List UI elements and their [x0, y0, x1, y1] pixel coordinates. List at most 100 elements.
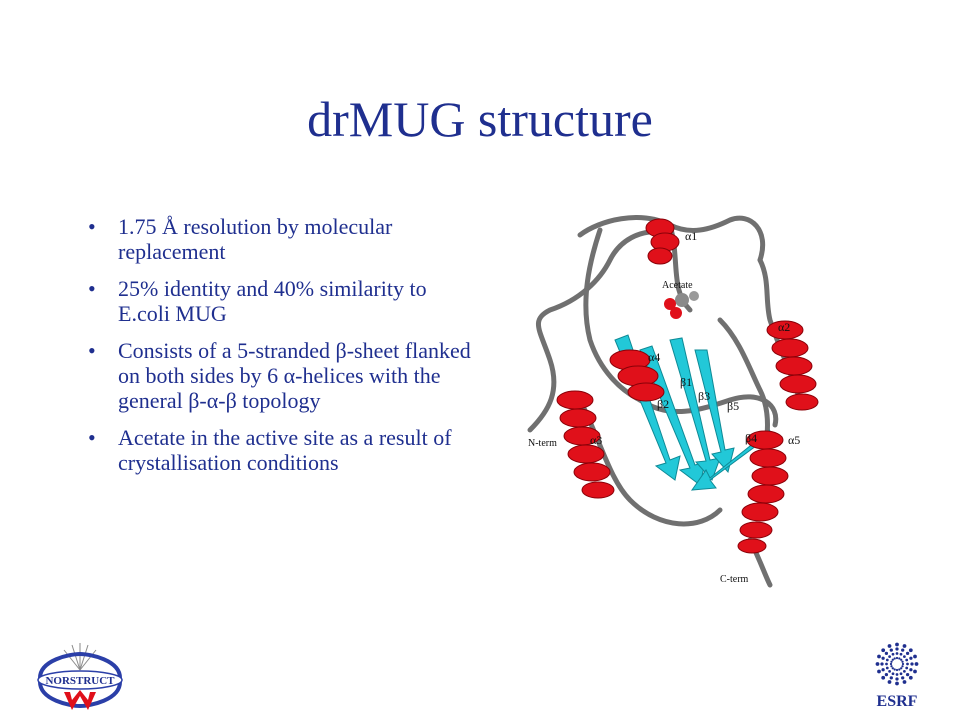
logo-dot	[899, 652, 903, 656]
logo-dot	[888, 655, 891, 658]
logo-dot	[895, 647, 899, 651]
bullet-text: Acetate in the active site as a result o…	[118, 425, 452, 475]
logo-dot	[905, 651, 910, 656]
logo-dot	[895, 677, 899, 681]
logo-dot	[891, 652, 895, 656]
logo-dot	[881, 648, 886, 653]
logo-dot	[895, 652, 899, 655]
bullet-text: 1.75 Å resolution by molecular replaceme…	[118, 214, 393, 264]
label-nterm: N-term	[528, 438, 557, 449]
logo-rays	[63, 643, 97, 671]
bullet-dot: •	[88, 214, 96, 239]
logo-dot	[906, 662, 909, 666]
label-b5: β5	[727, 399, 739, 413]
acetate-molecule	[664, 291, 699, 319]
logo-dot	[895, 656, 899, 660]
logo-dot	[914, 662, 919, 666]
label-cterm: C-term	[720, 574, 749, 585]
logo-dot	[891, 667, 894, 670]
logo-dot	[881, 668, 885, 672]
logo-dot	[905, 658, 909, 662]
logo-dot	[908, 648, 913, 653]
bullet-item: • Consists of a 5-stranded β-sheet flanke…	[86, 338, 478, 413]
logo-dot	[901, 676, 905, 680]
logo-dot	[890, 665, 893, 668]
logo-dot	[885, 658, 889, 662]
bullet-dot: •	[88, 276, 96, 301]
label-a3: α3	[590, 433, 602, 447]
logo-dot-rays	[875, 642, 919, 686]
logo-dot	[895, 673, 899, 676]
label-b2: β2	[657, 397, 669, 411]
coil-path	[527, 229, 663, 433]
logo-dot	[913, 669, 917, 674]
logo-dot	[900, 667, 903, 670]
label-b1: β1	[680, 375, 692, 389]
logo-dot	[910, 662, 914, 666]
label-a1: α1	[685, 229, 697, 243]
logo-dot	[905, 672, 910, 677]
bullet-dot: •	[88, 425, 96, 450]
logo-dot	[895, 642, 899, 647]
label-b4: β4	[745, 431, 757, 445]
logo-left-text: NORSTRUCT	[45, 675, 115, 687]
alpha-helices	[556, 218, 819, 554]
logo-dot	[898, 668, 901, 671]
logo-dot	[905, 666, 909, 670]
logo-dot	[899, 672, 903, 676]
logo-dot	[889, 662, 893, 666]
helix-a3	[556, 390, 615, 499]
logo-dot	[885, 662, 888, 666]
logo-right-text: ESRF	[877, 693, 918, 710]
bullet-text: Consists of a 5-stranded β-sheet flanked…	[118, 338, 471, 413]
label-b3: β3	[698, 389, 710, 403]
bullet-item: • 25% identity and 40% similarity to E.co…	[86, 276, 478, 326]
label-acetate: Acetate	[662, 280, 693, 291]
bullet-item: • Acetate in the active site as a result …	[86, 425, 478, 475]
logo-dot	[909, 656, 913, 660]
norstruct-logo: NORSTRUCT	[37, 643, 123, 710]
logo-dot	[889, 648, 893, 652]
logo-dot	[884, 672, 889, 677]
strand-b3	[669, 337, 721, 481]
bullet-dot: •	[88, 338, 96, 363]
helix-a4	[609, 349, 665, 402]
logo-dot	[877, 654, 881, 659]
logo-dot	[898, 657, 901, 660]
logo-dot	[901, 662, 905, 666]
label-a4: α4	[648, 350, 660, 364]
logo-dot	[890, 660, 893, 663]
logo-dot	[902, 644, 907, 648]
logo-dot	[893, 668, 896, 671]
strand-b5	[694, 349, 735, 474]
logo-arc	[38, 681, 122, 709]
logo-dot	[880, 662, 884, 666]
label-a2: α2	[778, 320, 790, 334]
logo-dot	[903, 670, 906, 673]
logo-dot	[885, 666, 889, 670]
logo-dot	[891, 658, 894, 661]
logo-dot	[887, 644, 892, 648]
coil-path	[583, 227, 643, 403]
coil-path	[577, 215, 766, 263]
logo-band	[37, 670, 123, 690]
beta-strands	[614, 334, 771, 491]
logo-dot	[881, 675, 886, 680]
logo-dot	[888, 670, 891, 673]
label-a5: α5	[788, 433, 800, 447]
logo-arc	[38, 651, 122, 679]
logo-dot	[913, 654, 917, 659]
logo-dot	[901, 648, 905, 652]
logo-dot	[891, 672, 895, 676]
logo-dot	[901, 660, 904, 663]
helix-a2	[766, 320, 819, 411]
logo-dot	[902, 680, 907, 684]
logo-dot	[895, 668, 899, 672]
logo-dot	[884, 651, 889, 656]
logo-dot	[908, 675, 913, 680]
bullet-text: 25% identity and 40% similarity to E.col…	[118, 276, 427, 326]
logo-dot	[900, 658, 903, 661]
logo-dot	[877, 669, 881, 674]
helix-a1	[645, 218, 680, 265]
